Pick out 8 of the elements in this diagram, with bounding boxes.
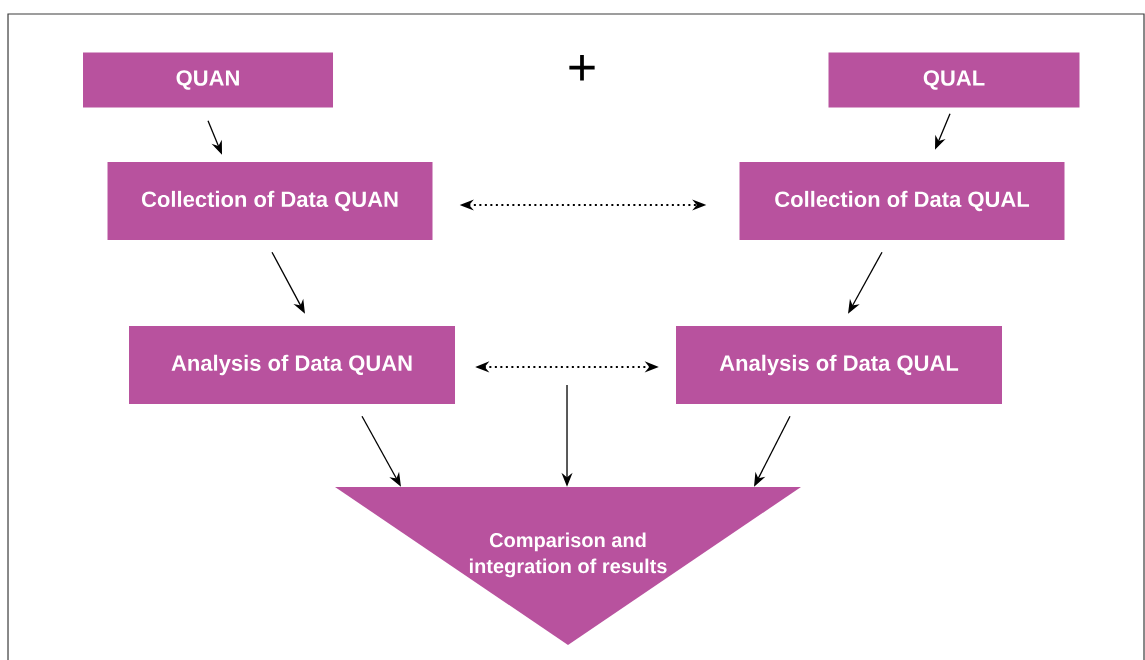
plus-sign: +: [569, 55, 595, 81]
process-box: Collection of Data QUAN: [107, 162, 433, 240]
process-box: Collection of Data QUAL: [739, 162, 1065, 240]
process-box: QUAN: [83, 52, 333, 108]
process-box: Analysis of Data QUAL: [676, 326, 1002, 404]
process-box: Analysis of Data QUAN: [129, 326, 455, 404]
process-box: QUAL: [828, 52, 1080, 108]
result-triangle: Comparison and integration of results: [335, 487, 801, 645]
